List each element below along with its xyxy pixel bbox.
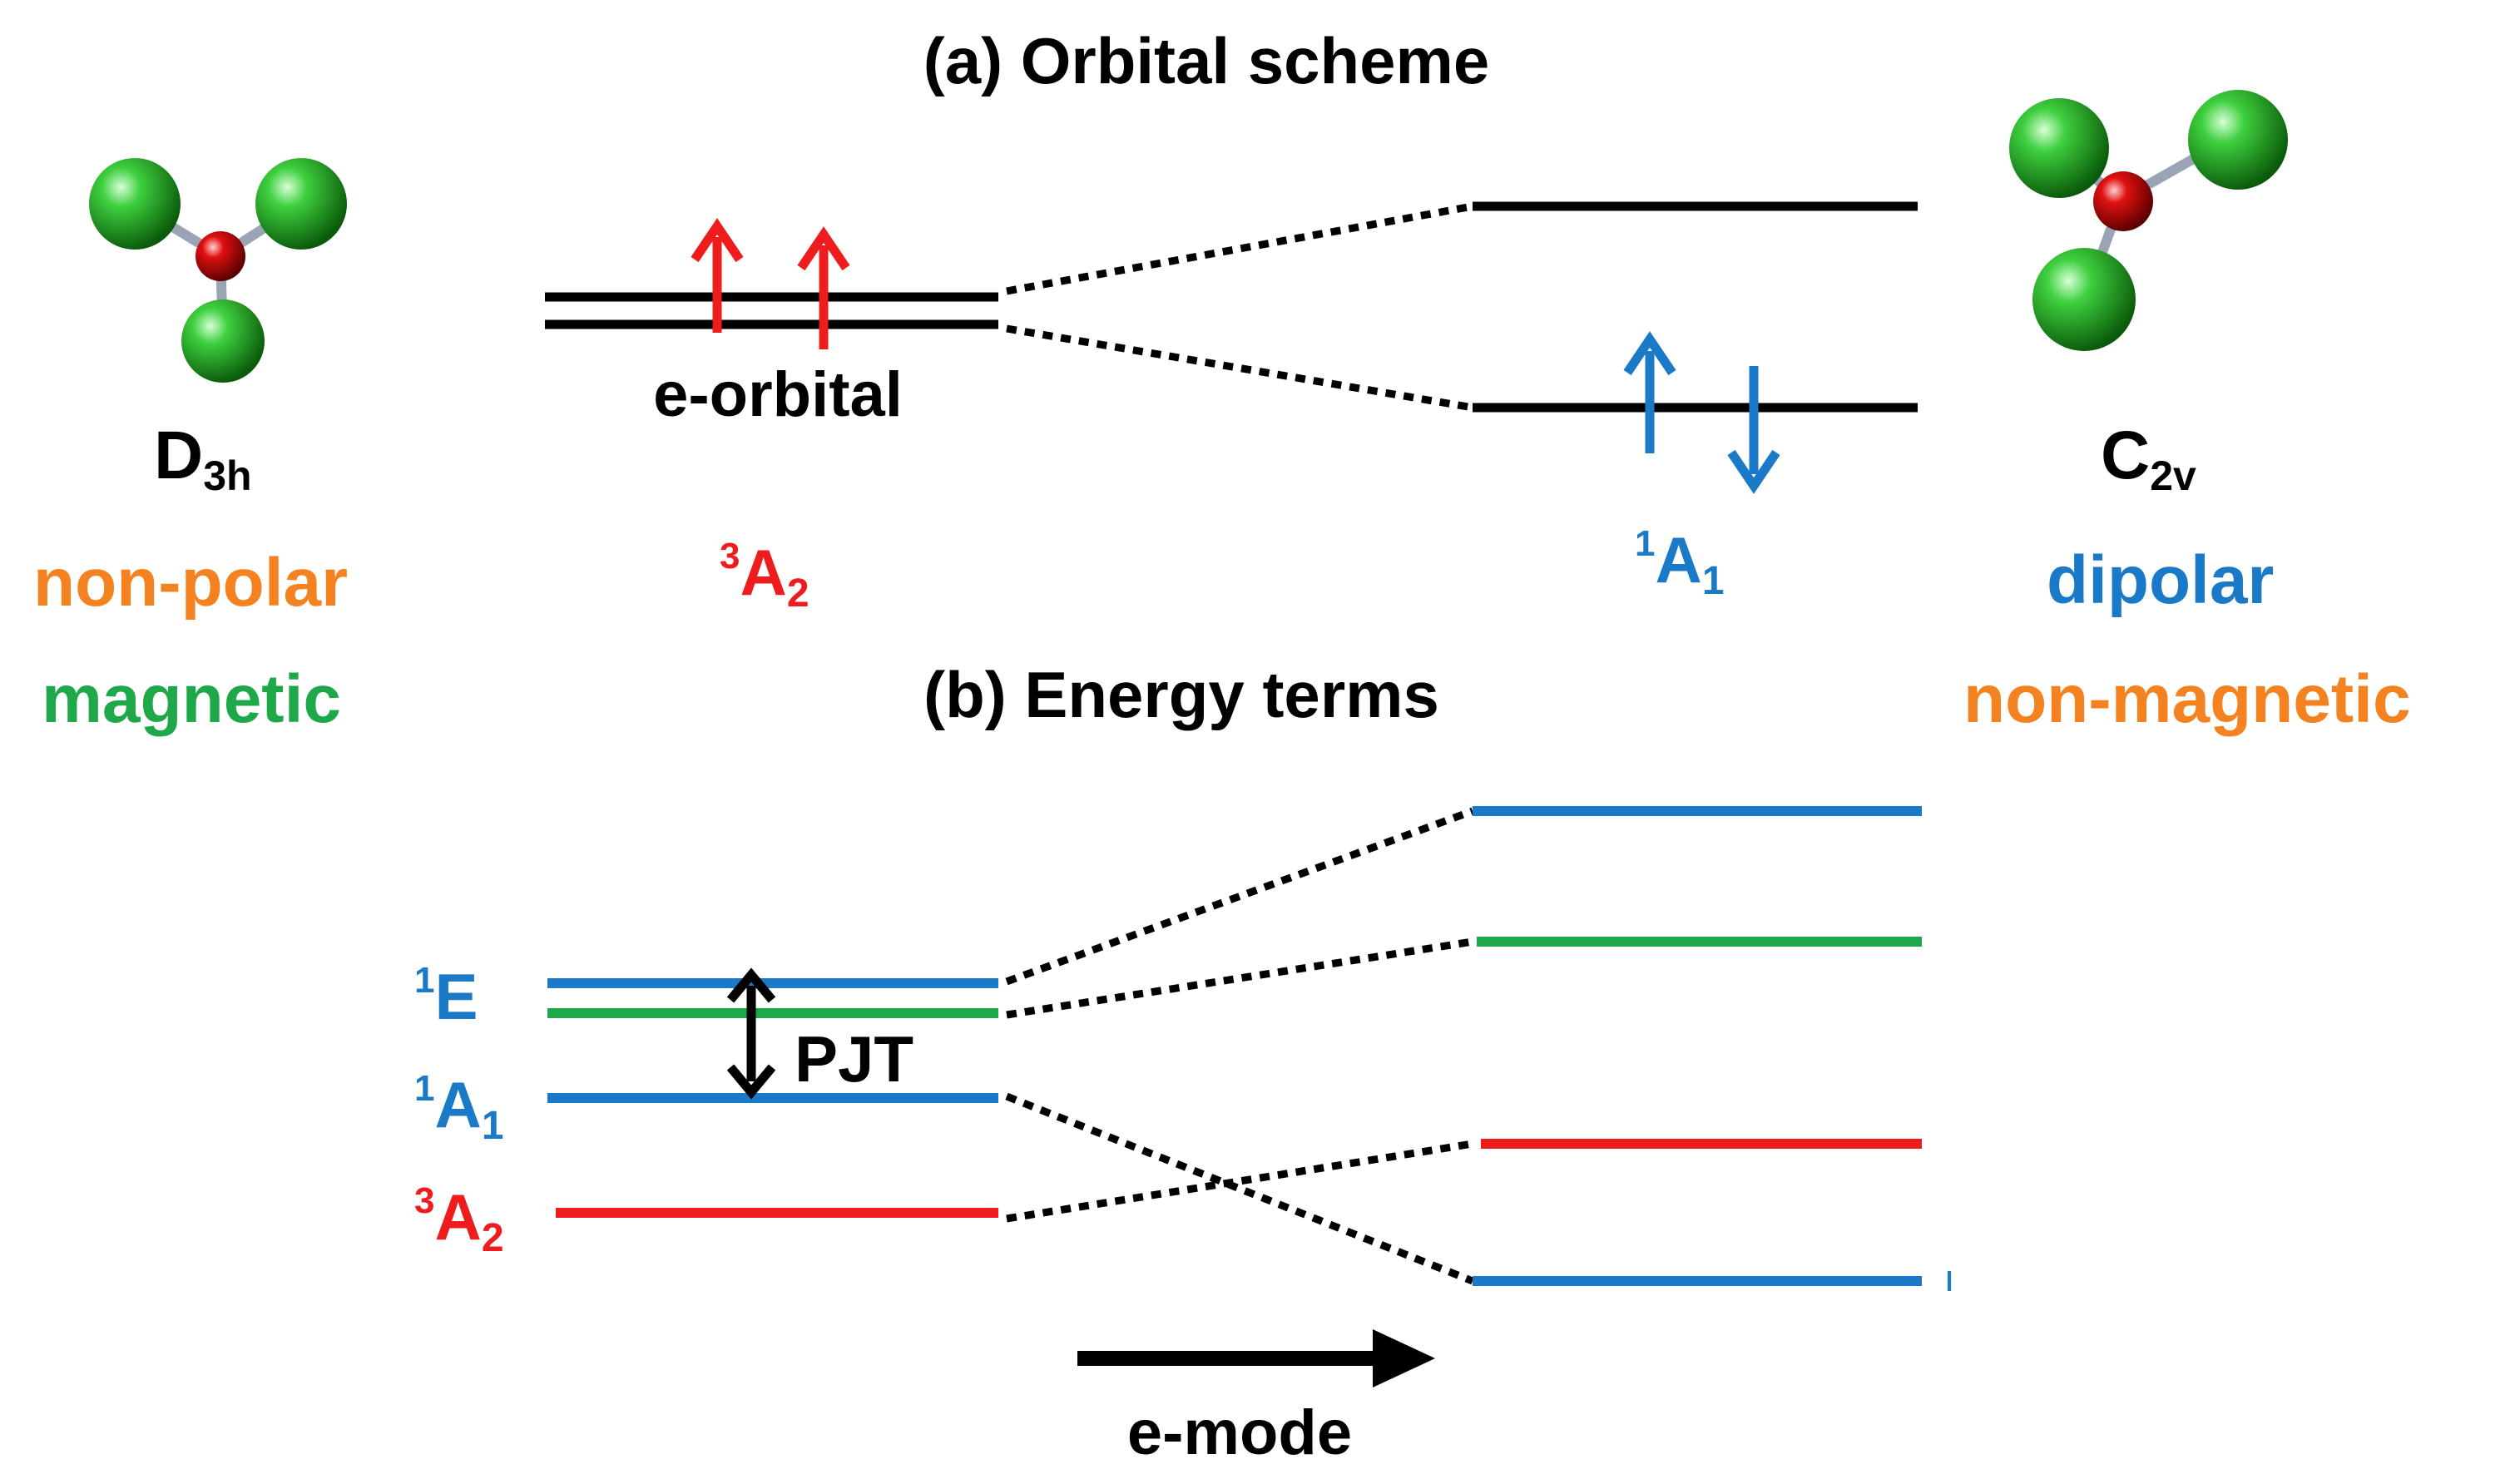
blue-spin-down-arrow (1727, 366, 1780, 494)
red-spin-up-arrow (691, 218, 744, 333)
c2v-molecule-model (2009, 90, 2288, 351)
central-atom (2093, 171, 2153, 231)
e-mode-label: e-mode (1127, 1397, 1352, 1468)
correlation-line (1006, 324, 1473, 412)
energy-terms-title: (b) Energy terms (923, 658, 1439, 731)
right-property-polarity: dipolar (2047, 542, 2274, 618)
pjt-double-arrow (726, 967, 776, 1100)
ligand-atom (2009, 98, 2109, 198)
ligand-atom (181, 299, 265, 383)
blue-spin-up-arrow (1623, 331, 1676, 453)
d3h-molecule-model (89, 158, 347, 383)
singlet-a1-state-label: 1A1 (1635, 523, 1725, 603)
left-property-magnetism: magnetic (42, 661, 341, 737)
correlation-line (1005, 807, 1474, 986)
d3h-symmetry-label: D3h (154, 418, 252, 499)
central-atom (196, 231, 245, 281)
correlation-line (1006, 937, 1473, 1019)
pjt-label: PJT (795, 1022, 913, 1096)
e-orbital-label: e-orbital (653, 359, 903, 430)
term-label-1e: 1E (414, 960, 478, 1033)
ligand-atom (2188, 90, 2288, 190)
correlation-line (1006, 202, 1473, 295)
energy-terms: 1E 1A1 3A2 PJT e-mode (414, 806, 1951, 1468)
correlation-line (1006, 1140, 1473, 1223)
triplet-a2-state-label: 3A2 (720, 536, 809, 616)
ligand-atom (255, 158, 347, 250)
term-label-1a1: 1A1 (414, 1068, 504, 1148)
e-mode-arrow (1077, 1329, 1435, 1387)
red-spin-up-arrow (797, 226, 850, 349)
orbital-scheme: e-orbital 3A2 1A1 (545, 201, 1918, 616)
correlation-line (1005, 1092, 1474, 1285)
orbital-scheme-title: (a) Orbital scheme (923, 24, 1490, 97)
term-label-3a2: 3A2 (414, 1180, 504, 1260)
right-property-magnetism: non-magnetic (1963, 661, 2411, 737)
ligand-atom (89, 158, 181, 250)
left-property-polarity: non-polar (33, 545, 348, 621)
c2v-symmetry-label: C2v (2101, 418, 2196, 499)
ligand-atom (2032, 248, 2136, 351)
